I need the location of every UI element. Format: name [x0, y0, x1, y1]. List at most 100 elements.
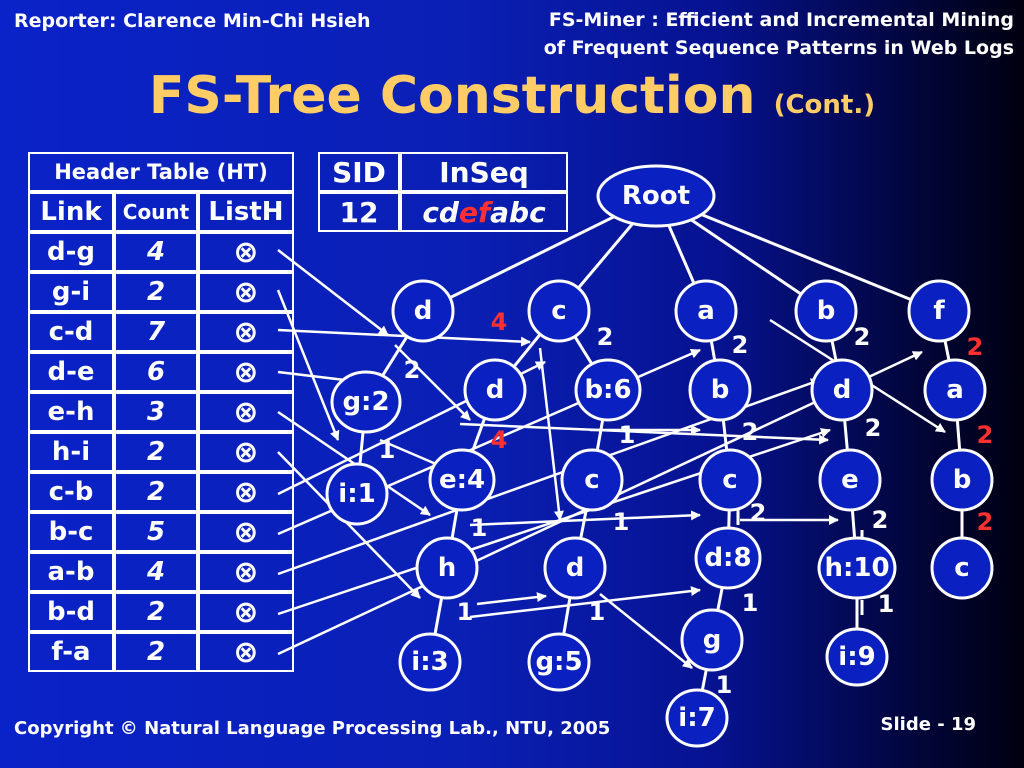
tree-node-circle: [825, 627, 889, 687]
header-count-cell: 7: [114, 312, 198, 352]
header-col-listh: ListH: [198, 192, 294, 232]
tree-node-circle: [463, 358, 527, 422]
tree-node-label: e: [841, 465, 859, 495]
tree-node-circle: [574, 358, 642, 422]
edge-count-label: 1: [716, 671, 733, 699]
tree-node-circle: [794, 279, 858, 343]
edge-count-label: 2: [854, 323, 871, 351]
tree-node-label: d:8: [704, 543, 751, 573]
tree-node-label: f: [933, 296, 945, 326]
tree-node-n-i9: i:9: [825, 627, 889, 687]
tree-node-label: d: [566, 553, 585, 583]
header-listh-cell: ⊗: [198, 352, 294, 392]
header-link-cell: f-a: [28, 632, 114, 672]
header-link-arrow: [469, 586, 701, 619]
header-link-arrow: [538, 347, 564, 521]
tree-node-n-ab: b: [688, 358, 752, 422]
edge-count-label: 2: [977, 421, 994, 449]
tree-node-circle: [391, 279, 455, 343]
header-listh-cell: ⊗: [198, 312, 294, 352]
tree-node-n-d2: d: [543, 536, 607, 600]
header-link-cell: c-d: [28, 312, 114, 352]
copyright-footer: Copyright © Natural Language Processing …: [14, 718, 611, 739]
tree-node-n-bc: c: [560, 448, 624, 512]
tree-node-circle: [428, 448, 496, 512]
tree-node-label: i:9: [838, 642, 875, 672]
edge-count-label: 1: [619, 421, 636, 449]
tree-node-label: c: [584, 465, 599, 495]
tree-node-label: c: [954, 553, 969, 583]
header-listh-cell: ⊗: [198, 472, 294, 512]
tree-node-n-g: g: [680, 608, 744, 672]
edge-count-label: 1: [589, 598, 606, 626]
header-col-count: Count: [114, 192, 198, 232]
tree-node-n-i1: i:1: [325, 462, 389, 526]
edge-count-label: 2: [967, 333, 984, 361]
header-link-cell: e-h: [28, 392, 114, 432]
tree-node-label: i:3: [411, 647, 448, 677]
header-count-cell: 2: [114, 472, 198, 512]
header-listh-cell: ⊗: [198, 392, 294, 432]
header-link-cell: d-g: [28, 232, 114, 272]
tree-node-n-cd: d: [463, 358, 527, 422]
header-link-arrow: [394, 344, 471, 421]
tree-node-label: Root: [622, 181, 690, 211]
tree-node-circle: [907, 279, 971, 343]
edge-count-label: 1: [613, 508, 630, 536]
edge-count-label: 2: [977, 508, 994, 536]
tree-node-n-b6: b:6: [574, 358, 642, 422]
header-link-cell: c-b: [28, 472, 114, 512]
header-link-cell: b-d: [28, 592, 114, 632]
header-count-cell: 5: [114, 512, 198, 552]
tree-node-n-a: a: [674, 279, 738, 343]
paper-title: FS-Miner : Efficient and Incremental Min…: [544, 6, 1014, 62]
edge-count-label: 1: [457, 598, 474, 626]
inseq-part-2: ef: [458, 195, 491, 229]
tree-node-circle: [817, 536, 897, 600]
tree-node-circle: [330, 370, 402, 434]
tree-node-label: b: [817, 296, 836, 326]
tree-node-label: b: [711, 375, 730, 405]
edge-count-label: 2: [404, 356, 421, 384]
tree-node-n-bd: d: [810, 358, 874, 422]
tree-node-n-c: c: [527, 279, 591, 343]
tree-node-n-e4: e:4: [428, 448, 496, 512]
slide-title-suffix: (Cont.): [773, 90, 876, 120]
tree-node-root: Root: [596, 164, 716, 228]
tree-node-circle: [698, 448, 762, 512]
inseq-value: cdefabc: [400, 192, 568, 232]
tree-node-label: b:6: [584, 375, 631, 405]
tree-node-n-fa: a: [923, 358, 987, 422]
inseq-part-1: cd: [422, 195, 459, 229]
tree-node-n-d: d: [391, 279, 455, 343]
tree-node-label: d: [414, 296, 433, 326]
header-listh-cell: ⊗: [198, 632, 294, 672]
tree-node-n-g5: g:5: [527, 632, 591, 692]
tree-node-label: i:1: [338, 479, 375, 509]
slide-title-main: FS-Tree Construction: [148, 66, 756, 126]
tree-node-n-g2: g:2: [330, 370, 402, 434]
tree-node-circle: [694, 526, 762, 590]
edge-count-label: 4: [491, 426, 508, 454]
paper-title-line-2: of Frequent Sequence Patterns in Web Log…: [543, 37, 1014, 59]
tree-node-label: d: [833, 375, 852, 405]
header-link-arrow: [459, 422, 829, 445]
tree-node-label: h: [438, 553, 457, 583]
header-count-cell: 6: [114, 352, 198, 392]
tree-node-n-fab: b: [930, 448, 994, 512]
header-listh-cell: ⊗: [198, 232, 294, 272]
header-count-cell: 3: [114, 392, 198, 432]
header-col-link: Link: [28, 192, 114, 232]
tree-node-circle: [665, 688, 729, 748]
tree-node-circle: [596, 164, 716, 228]
header-listh-cell: ⊗: [198, 552, 294, 592]
edge-count-label: 2: [865, 414, 882, 442]
paper-title-line-1: FS-Miner : Efficient and Incremental Min…: [548, 9, 1014, 31]
sequence-table: SID InSeq 12 cdefabc: [318, 152, 568, 232]
